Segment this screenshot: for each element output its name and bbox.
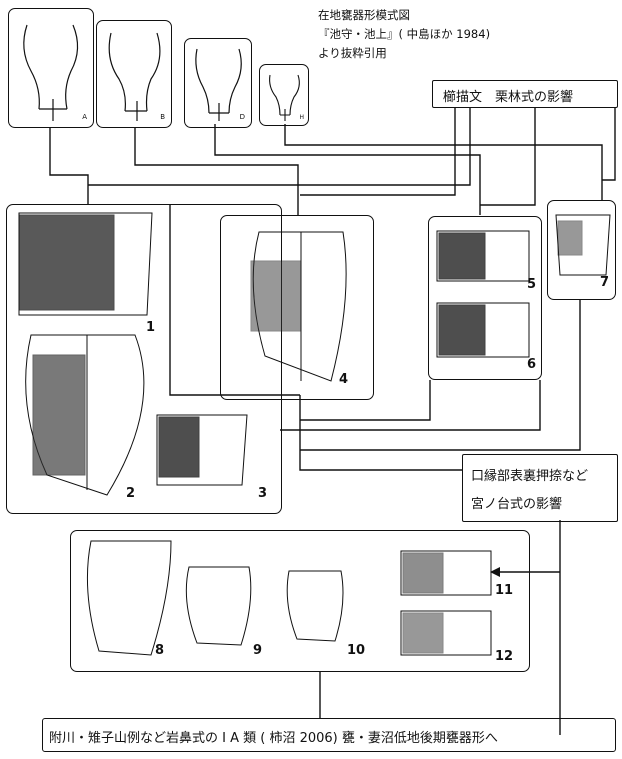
group-box-7: 7 [547,200,616,300]
vessel-number-3: 3 [258,486,268,501]
vessel-number-11: 11 [495,583,514,598]
vessel-number-10: 10 [347,643,366,658]
form-label-h: H [299,114,304,121]
form-box-h: H [259,64,309,126]
vessel-drawings-5-6 [436,230,530,358]
figure-caption: 在地甕器形模式図 『池守・池上』( 中島ほか 1984) より抜粋引用 [318,6,490,63]
form-label-a: A [82,113,87,121]
vessel-number-1: 1 [146,320,156,335]
kuribayashi-influence-box: 櫛描文 栗林式の影響 [432,80,618,108]
group-box-1-3 [6,204,282,514]
vessel-form-b [108,32,161,121]
bottom-lineage-box: 附川・雉子山例など岩鼻式の I A 類 ( 柿沼 2006) 甕・妻沼低地後期甕… [42,718,616,752]
vessel-drawings-8-12 [86,540,492,656]
vessel-drawings-1-3 [18,212,248,496]
caption-line-1: 在地甕器形模式図 [318,8,410,22]
form-box-b: B [96,20,172,128]
form-box-d: D [184,38,252,128]
form-box-a: A [8,8,94,128]
bottom-lineage-text: 附川・雉子山例など岩鼻式の I A 類 ( 柿沼 2006) 甕・妻沼低地後期甕… [49,731,498,746]
miyanodai-influence-box: 口縁部表裏押捺など 宮ノ台式の影響 [462,454,618,522]
caption-line-3: より抜粋引用 [318,46,387,60]
vessel-form-d [195,48,242,121]
vessel-number-4: 4 [339,372,349,387]
vessel-number-5: 5 [527,277,537,292]
caption-line-2: 『池守・池上』( 中島ほか 1984) [318,27,491,41]
form-label-b: B [160,113,165,121]
vessel-form-a [23,24,79,121]
vessel-form-h [269,74,300,121]
kuribayashi-influence-label: 櫛描文 栗林式の影響 [443,90,574,105]
miyanodai-influence-line-1: 口縁部表裏押捺など [471,469,589,484]
vessel-number-6: 6 [527,357,537,372]
group-box-5-6: 5 6 [428,216,542,380]
vessel-drawing-4 [250,231,347,382]
vessel-number-9: 9 [253,643,263,658]
form-label-d: D [239,113,245,121]
group-box-4: 4 [220,215,374,400]
group-box-8-12: 8 9 10 11 12 [70,530,530,672]
vessel-drawing-7 [555,214,611,276]
vessel-number-12: 12 [495,649,514,664]
vessel-number-8: 8 [155,643,165,658]
vessel-number-7: 7 [600,275,610,290]
miyanodai-influence-line-2: 宮ノ台式の影響 [471,497,563,512]
vessel-number-2: 2 [126,486,136,501]
